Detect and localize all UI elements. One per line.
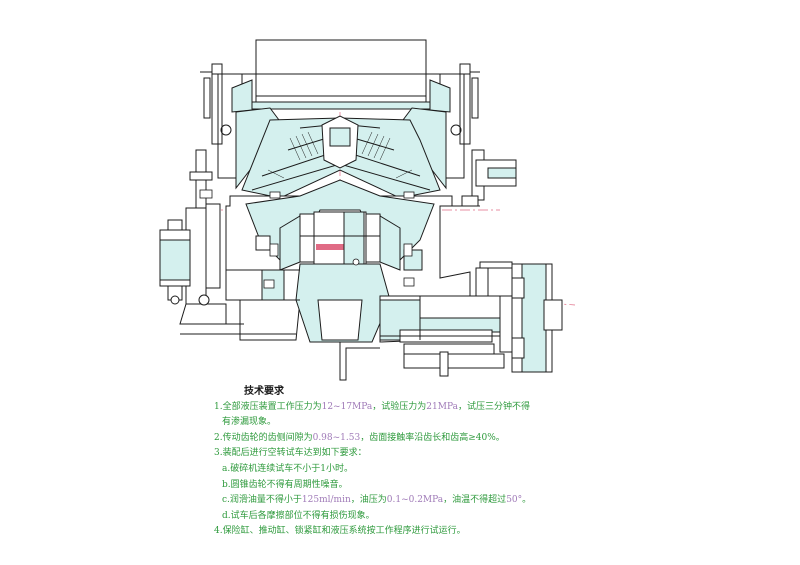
note-2-b: 0.98~1.53 xyxy=(312,432,361,443)
note-1-b: 12~17MPa xyxy=(321,401,373,412)
note-3c-b: 125ml/min xyxy=(301,495,351,506)
note-3: 3.装配后进行空转试车达到如下要求： xyxy=(214,448,367,459)
note-2-a: 2.传动齿轮的齿侧间隙为 xyxy=(214,432,313,443)
note-1: 1.全部液压装置工作压力为12~17MPa，试验压力为21MPa，试压三分钟不得 xyxy=(214,400,694,416)
notes-title: 技术要求 xyxy=(244,386,284,397)
chamber-hatching xyxy=(267,131,413,179)
drive-shaft-assembly xyxy=(339,261,563,381)
note-1-c: ，试验压力为 xyxy=(372,401,427,412)
note-1-d: 21MPa xyxy=(426,401,458,412)
note-4: 4.保险缸、推动缸、锁紧缸和液压系统按工作程序进行试运行。 xyxy=(214,526,466,537)
note-1-e: ，试压三分钟不得 xyxy=(457,401,530,412)
note-3c-c: ，油压为 xyxy=(350,495,387,506)
note-3c-d: 0.1~0.2MPa xyxy=(386,495,444,506)
crushing-chamber xyxy=(235,107,447,199)
note-3c-f: 50° xyxy=(506,495,523,506)
note-3d: d.试车后各摩擦部位不得有损伤现象。 xyxy=(222,510,375,521)
hydraulic-cylinder-left xyxy=(159,149,296,335)
right-housing xyxy=(452,149,517,207)
note-1-a: 1.全部液压装置工作压力为 xyxy=(214,401,322,412)
note-3b: b.圆锥齿轮不得有周期性噪音。 xyxy=(222,479,348,490)
note-2-c: ，齿面接触率沿齿长和齿高≥40%。 xyxy=(360,432,505,443)
technical-requirements: 技术要求 1.全部液压装置工作压力为12~17MPa，试验压力为21MPa，试压… xyxy=(214,384,694,540)
note-1-cont: 有渗漏现象。 xyxy=(222,417,277,428)
note-3c: c.润滑油量不得小于125ml/min，油压为0.1~0.2MPa，油温不得超过… xyxy=(214,493,694,509)
note-3c-a: c.润滑油量不得小于 xyxy=(222,495,302,506)
note-3c-g: 。 xyxy=(522,495,532,506)
bolts-and-fasteners xyxy=(199,189,415,289)
note-3c-e: ，油温不得超过 xyxy=(443,495,507,506)
note-2: 2.传动齿轮的齿侧间隙为0.98~1.53，齿面接触率沿齿长和齿高≥40%。 xyxy=(214,431,694,447)
note-3a: a.破碎机连续试车不小于1小时。 xyxy=(222,463,353,474)
